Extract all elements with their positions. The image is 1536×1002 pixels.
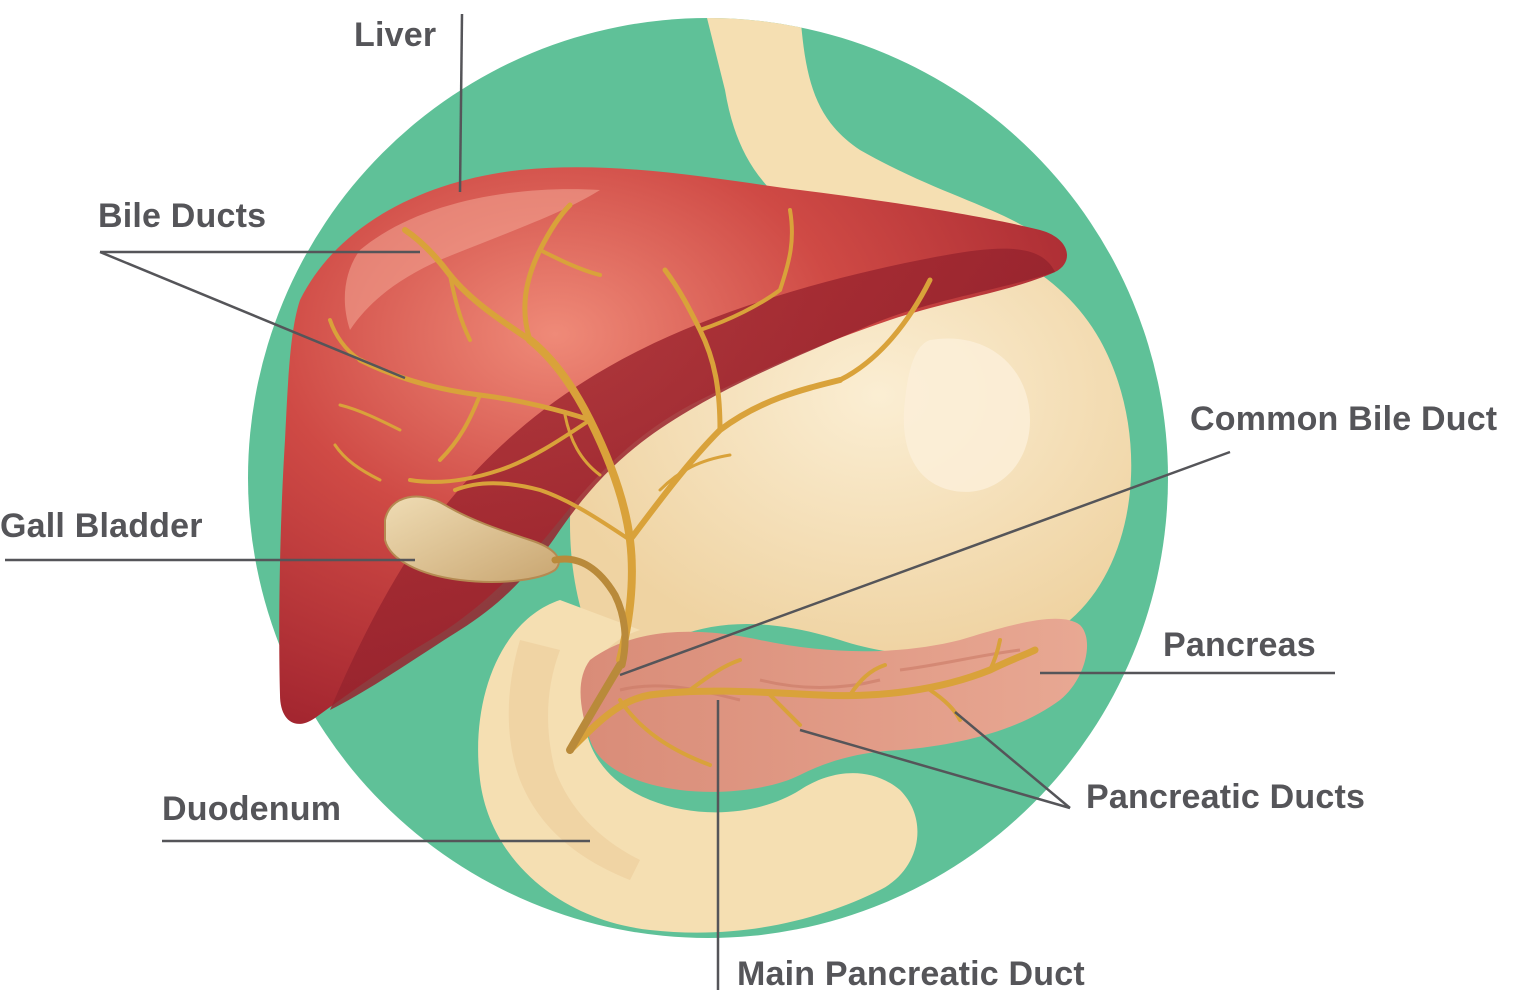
duodenum-shading xyxy=(508,640,640,880)
label-liver: Liver xyxy=(354,16,437,54)
leader-bile-ducts-diag xyxy=(99,250,406,380)
bile-duct-tree xyxy=(328,202,933,664)
liver-highlight xyxy=(344,189,600,330)
label-main-pancreatic-duct: Main Pancreatic Duct xyxy=(737,955,1085,993)
label-pancreatic-ducts: Pancreatic Ducts xyxy=(1086,778,1366,816)
pancreas-lobules xyxy=(619,648,1021,702)
cystic-duct xyxy=(551,555,629,669)
liver-lower-lobe xyxy=(330,248,1055,711)
label-gall-bladder: Gall Bladder xyxy=(0,507,203,545)
pancreatic-duct-tree xyxy=(566,638,1039,767)
leader-pancreatic-ducts-a xyxy=(799,728,1071,810)
leader-pancreatic-ducts-b xyxy=(954,711,1071,809)
label-bile-ducts: Bile Ducts xyxy=(98,197,267,235)
label-pancreas: Pancreas xyxy=(1163,626,1316,664)
label-common-bile-duct: Common Bile Duct xyxy=(1190,400,1498,438)
leader-common-bile-duct xyxy=(619,450,1231,677)
stomach-highlight xyxy=(903,338,1030,492)
label-duodenum: Duodenum xyxy=(162,790,342,828)
pancreas-shape xyxy=(580,618,1088,792)
leader-lines xyxy=(5,13,1335,990)
leader-liver xyxy=(458,13,464,193)
